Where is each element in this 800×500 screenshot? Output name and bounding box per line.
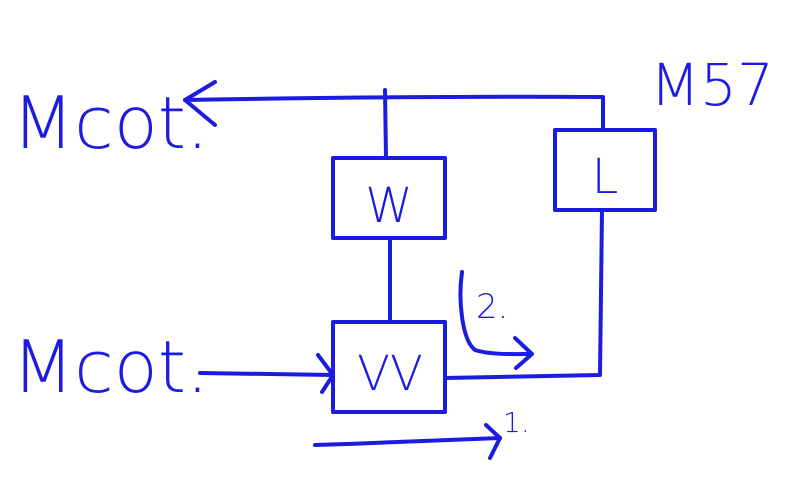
input-line [198, 371, 335, 377]
output-label: Mcot. [12, 81, 209, 165]
w-to-top-line [383, 88, 388, 160]
vv-to-l-line [443, 208, 604, 380]
input-arrowhead [316, 353, 335, 394]
output-line [183, 94, 605, 132]
step-2-label: 2. [476, 287, 508, 327]
step-1-arrowhead [484, 423, 502, 460]
block-l [553, 128, 657, 212]
block-w-label: W [365, 178, 412, 234]
model-label: M57 [650, 51, 774, 119]
output-arrowhead [183, 80, 217, 127]
block-vv [331, 320, 447, 414]
step-1-arrow [313, 436, 502, 447]
step-1-label: 1. [503, 406, 530, 439]
block-l-label: L [592, 149, 619, 205]
step-2-arrow [458, 270, 532, 357]
block-vv-label: VV [357, 346, 423, 402]
input-label: Mcot. [12, 325, 209, 409]
step-2-arrowhead [513, 336, 534, 370]
